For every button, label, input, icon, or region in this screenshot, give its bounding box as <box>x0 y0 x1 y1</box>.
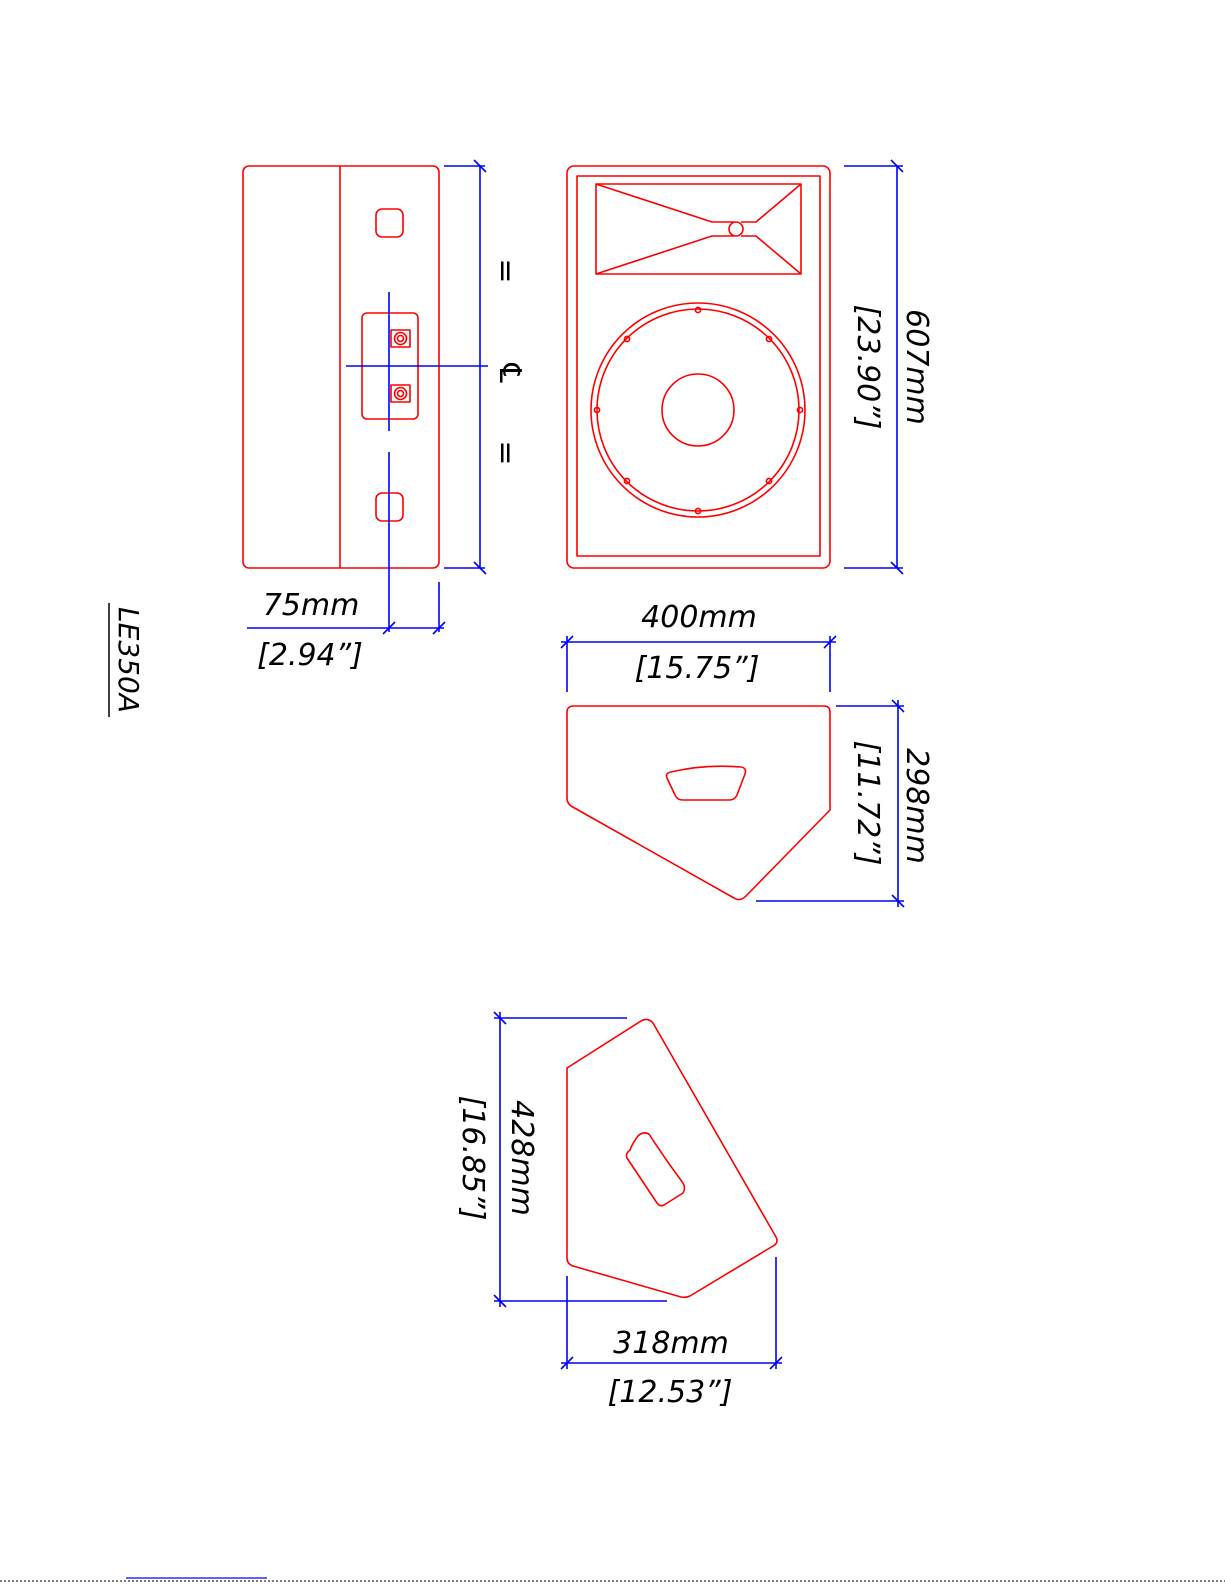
side-handle <box>626 1133 684 1206</box>
equal-mark-top: = <box>488 258 523 283</box>
width-inch-label: [15.75”] <box>635 651 760 686</box>
top-handle <box>667 766 746 800</box>
horn-flare <box>596 184 801 274</box>
top-body-outline <box>567 706 830 900</box>
front-view: 607mm [23.90”] 400mm [15.75”] <box>561 160 934 692</box>
speakon-connector-bottom <box>391 385 410 402</box>
height-inch-label: [23.90”] <box>850 305 885 430</box>
woofer-frame-outer <box>591 303 805 517</box>
side-body-outline <box>567 1019 777 1297</box>
woofer-mounting-holes <box>594 307 802 513</box>
woofer-dustcap <box>662 374 734 446</box>
side-length-mm-label: 428mm <box>504 1100 539 1216</box>
model-title: LE350A <box>112 607 145 713</box>
speakon-connector-top <box>391 330 410 347</box>
front-grille-outline <box>577 176 820 556</box>
rear-view: = = ℄ 75mm [2.94”] <box>243 160 527 673</box>
centerline-symbol: ℄ <box>492 360 527 387</box>
width-mm-label: 400mm <box>641 600 757 635</box>
offset-inch-label: [2.94”] <box>257 638 363 673</box>
side-length-inch-label: [16.85”] <box>455 1096 490 1221</box>
equal-mark-bottom: = <box>488 440 523 465</box>
rear-body-outline <box>243 166 439 568</box>
woofer <box>591 303 805 517</box>
rear-handle-top <box>376 209 403 237</box>
side-width-mm-label: 318mm <box>613 1326 729 1361</box>
horn-throat <box>729 222 743 236</box>
side-width-inch-label: [12.53”] <box>608 1375 733 1410</box>
woofer-frame-inner <box>597 309 799 511</box>
title-block: LE350A <box>109 603 145 717</box>
top-depth-inch-label: [11.72”] <box>850 741 885 866</box>
height-mm-label: 607mm <box>899 309 934 425</box>
top-depth-mm-label: 298mm <box>899 748 934 864</box>
side-view: 428mm [16.85”] 318mm [12.53”] <box>455 1012 782 1410</box>
offset-mm-label: 75mm <box>263 588 360 623</box>
top-view: 298mm [11.72”] <box>567 700 934 907</box>
